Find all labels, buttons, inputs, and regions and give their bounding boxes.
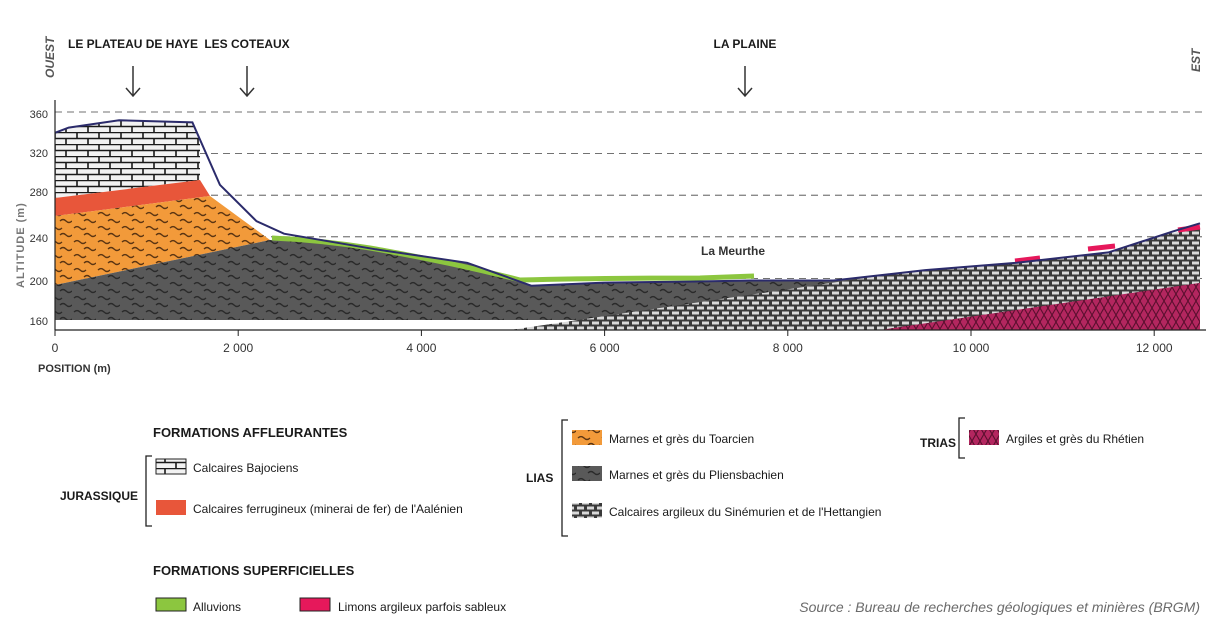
swatch-toarcien xyxy=(572,430,602,445)
topographic-surface-line xyxy=(54,119,1201,287)
east-label: EST xyxy=(1189,47,1203,72)
y-tick-label: 320 xyxy=(30,148,48,160)
swatch-aalenien xyxy=(156,500,186,515)
x-tick-label: 0 xyxy=(52,341,59,355)
y-tick-label: 360 xyxy=(30,109,48,121)
y-tick-label: 280 xyxy=(30,187,48,199)
x-tick-label: 6 000 xyxy=(590,341,620,355)
place-markers: LE PLATEAU DE HAYE LES COTEAUX LA PLAINE xyxy=(68,37,777,98)
west-label: OUEST xyxy=(43,35,57,78)
legend-item-rhetien: Argiles et grès du Rhétien xyxy=(1006,432,1144,446)
bracket-trias xyxy=(958,417,965,459)
legend-group-lias: LIAS xyxy=(526,471,553,485)
x-tick-label: 2 000 xyxy=(223,341,253,355)
place-marker-plateau: LE PLATEAU DE HAYE xyxy=(68,37,198,98)
y-tick-labels: 360 320 280 240 200 160 xyxy=(30,109,48,328)
bracket-lias xyxy=(561,419,568,537)
legend-item-bajocien: Calcaires Bajociens xyxy=(193,461,298,475)
place-marker-coteaux: LES COTEAUX xyxy=(204,37,290,98)
swatch-limons xyxy=(299,597,331,612)
legend-item-aalenien: Calcaires ferrugineux (minerai de fer) d… xyxy=(193,502,463,516)
swatch-bajocien xyxy=(155,458,187,475)
x-tick-labels: 0 2 000 4 000 6 000 8 000 10 000 12 000 xyxy=(52,330,1173,355)
legend-item-limons: Limons argileux parfois sableux xyxy=(338,600,506,614)
place-label-plaine: LA PLAINE xyxy=(714,37,777,51)
x-tick-label: 4 000 xyxy=(406,341,436,355)
y-tick-label: 160 xyxy=(30,316,48,328)
arrow-down-icon xyxy=(125,66,141,98)
legend-item-alluvions: Alluvions xyxy=(193,600,241,614)
swatch-pliensbachien xyxy=(572,466,602,481)
layer-bajocien xyxy=(55,120,200,198)
legend: FORMATIONS AFFLEURANTES JURASSIQUE Calca… xyxy=(60,417,1144,614)
y-tick-label: 240 xyxy=(30,233,48,245)
x-tick-label: 12 000 xyxy=(1136,341,1173,355)
bracket-jurassique xyxy=(145,455,152,527)
place-marker-plaine: LA PLAINE xyxy=(714,37,777,98)
swatch-rhetien xyxy=(969,430,999,445)
strata xyxy=(55,120,1200,330)
limons-deposit-1 xyxy=(1014,255,1041,264)
x-tick-label: 8 000 xyxy=(773,341,803,355)
x-axis-label: POSITION (m) xyxy=(38,363,111,375)
legend-item-toarcien: Marnes et grès du Toarcien xyxy=(609,432,754,446)
legend-group-jurassique: JURASSIQUE xyxy=(60,489,138,503)
layer-rhetien xyxy=(880,282,1200,330)
swatch-sinemurien xyxy=(572,503,602,518)
y-axis-label: ALTITUDE (m) xyxy=(15,202,27,288)
x-tick-label: 10 000 xyxy=(953,341,990,355)
legend-item-pliensbachien: Marnes et grès du Pliensbachien xyxy=(609,468,784,482)
layer-toarcien xyxy=(55,196,270,285)
arrow-down-icon xyxy=(737,66,753,98)
limons-deposit-2 xyxy=(1087,243,1116,252)
legend-item-sinemurien: Calcaires argileux du Sinémurien et de l… xyxy=(609,505,881,519)
legend-title-superficielles: FORMATIONS SUPERFICIELLES xyxy=(153,563,355,578)
legend-group-trias: TRIAS xyxy=(920,436,956,450)
y-tick-label: 200 xyxy=(30,276,48,288)
legend-title-affleurantes: FORMATIONS AFFLEURANTES xyxy=(153,425,348,440)
place-label-plateau: LE PLATEAU DE HAYE xyxy=(68,37,198,51)
swatch-alluvions xyxy=(155,597,187,612)
layer-aalenien xyxy=(55,180,210,216)
river-label: La Meurthe xyxy=(701,244,765,258)
arrow-down-icon xyxy=(239,66,255,98)
source-note: Source : Bureau de recherches géologique… xyxy=(799,599,1200,615)
place-label-coteaux: LES COTEAUX xyxy=(204,37,289,51)
